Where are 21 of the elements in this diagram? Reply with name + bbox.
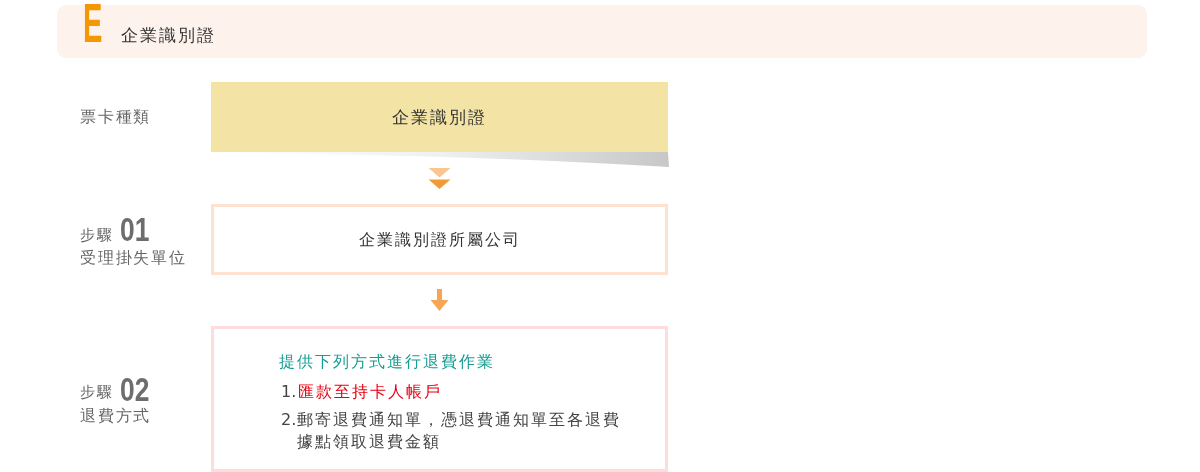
list-number: 1.: [281, 381, 297, 403]
step-number: 01: [120, 218, 150, 242]
box-text: 企業識別證所屬公司: [358, 229, 521, 250]
section-title: 企業識別證: [121, 25, 216, 45]
list-number: 2.: [281, 409, 297, 431]
row-label: 票卡種類: [80, 107, 152, 127]
list-item: 郵寄退費通知單，憑退費通知單至各退費據點領取退費金額: [297, 409, 622, 453]
step-label: 步驟: [80, 382, 114, 402]
step-label: 步驟: [80, 225, 114, 245]
box-text: 企業識別證: [392, 107, 487, 127]
highlight-box: [211, 82, 668, 152]
step-title: 受理掛失單位: [80, 248, 187, 268]
process-box: [211, 326, 668, 472]
section-letter: E: [83, 3, 103, 43]
arrow: [430, 289, 449, 311]
note-heading: 提供下列方式進行退費作業: [279, 351, 495, 373]
step-title: 退費方式: [80, 406, 152, 426]
chevron-arrow: [428, 168, 451, 189]
step-number: 02: [120, 378, 150, 402]
list-item: 匯款至持卡人帳戶: [298, 381, 442, 403]
process-box: [211, 204, 668, 275]
